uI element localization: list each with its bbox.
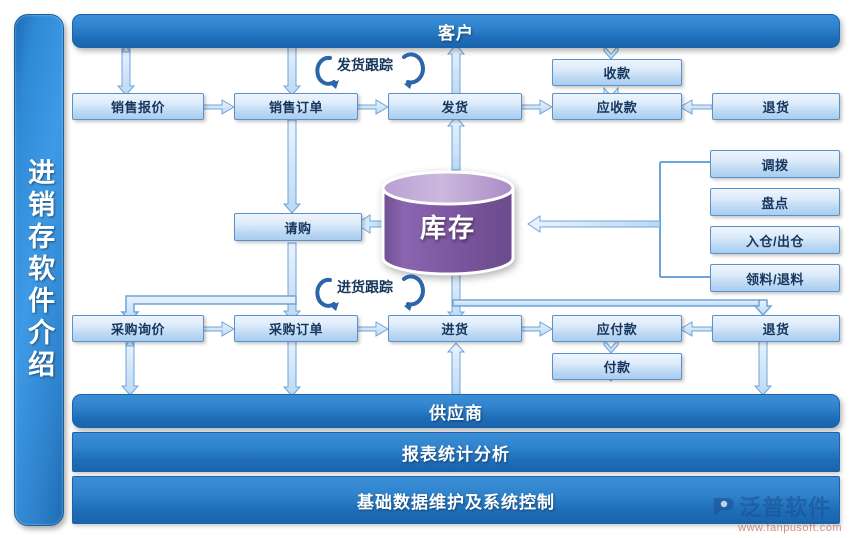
- banner-report-analysis: 报表统计分析: [72, 432, 840, 472]
- label-shipment-tracking: 发货跟踪: [337, 57, 393, 73]
- node-stocktake[interactable]: 盘点: [710, 188, 840, 216]
- node-sales-order[interactable]: 销售订单: [234, 93, 358, 120]
- node-purchase-order[interactable]: 采购订单: [234, 315, 358, 342]
- node-purchase-request[interactable]: 请购: [234, 213, 362, 241]
- node-payment[interactable]: 付款: [552, 353, 682, 380]
- inventory-cylinder[interactable]: [378, 168, 518, 278]
- node-purchase-inquiry[interactable]: 采购询价: [72, 315, 204, 342]
- node-inout-warehouse[interactable]: 入仓/出仓: [710, 226, 840, 254]
- node-transfer[interactable]: 调拨: [710, 150, 840, 178]
- sidebar-title-panel: 进销存软件介绍: [14, 14, 64, 526]
- banner-master-data: 基础数据维护及系统控制: [72, 476, 840, 524]
- node-sales-quote[interactable]: 销售报价: [72, 93, 204, 120]
- node-receipt[interactable]: 收款: [552, 59, 682, 86]
- node-shipment[interactable]: 发货: [388, 93, 522, 120]
- node-goods-receipt[interactable]: 进货: [388, 315, 522, 342]
- node-payable[interactable]: 应付款: [552, 315, 682, 342]
- node-sales-return[interactable]: 退货: [712, 93, 840, 120]
- node-receivable[interactable]: 应收款: [552, 93, 682, 120]
- node-material-issue-return[interactable]: 领料/退料: [710, 264, 840, 292]
- label-purchase-tracking: 进货跟踪: [337, 279, 393, 295]
- banner-supplier: 供应商: [72, 394, 840, 428]
- node-purchase-return[interactable]: 退货: [712, 315, 840, 342]
- sidebar-title-text: 进销存软件介绍: [24, 158, 55, 382]
- banner-customer: 客户: [72, 14, 840, 48]
